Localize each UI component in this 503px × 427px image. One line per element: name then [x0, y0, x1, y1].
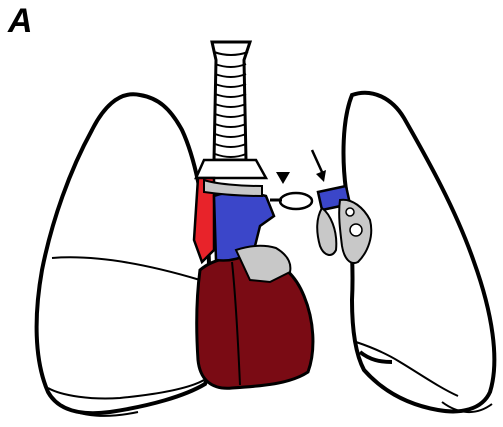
- trachea: [196, 42, 266, 178]
- bronchus-lumen-2: [346, 208, 354, 216]
- arrow-shaft: [312, 150, 322, 172]
- arrowhead-marker: [276, 172, 290, 184]
- left-lung: [37, 94, 214, 416]
- aortic-arch: [204, 180, 262, 196]
- carina: [196, 160, 266, 178]
- central-lesion: [280, 193, 312, 209]
- right-hilar-artery: [317, 208, 336, 255]
- markers: [276, 150, 326, 184]
- bronchus-lumen: [350, 224, 362, 236]
- left-lung-outline: [37, 94, 214, 413]
- trachea-tube: [212, 42, 250, 160]
